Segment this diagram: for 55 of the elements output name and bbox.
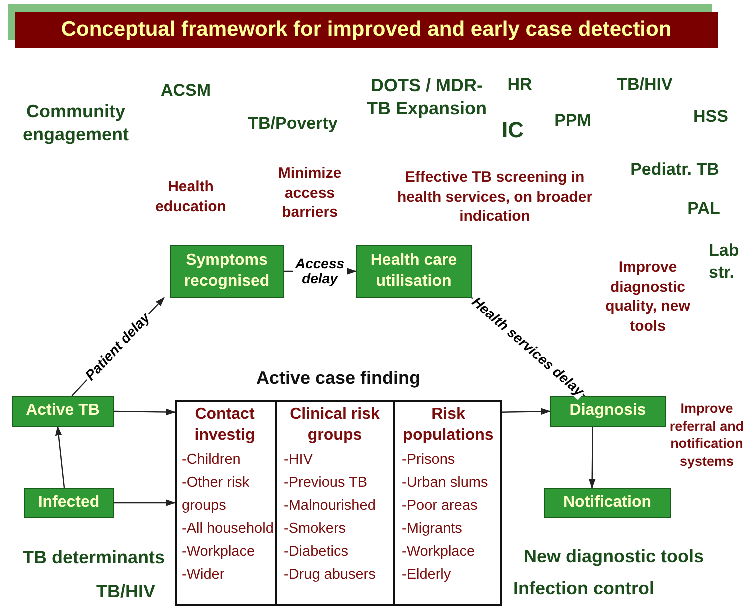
note-text: Improve diagnostic quality, new tools xyxy=(604,258,692,336)
list-item: -Malnourished xyxy=(284,497,377,516)
note-text: Infection control xyxy=(512,577,656,600)
note-text: TB determinants xyxy=(22,546,166,570)
note-text: DOTS / MDR-TB Expansion xyxy=(366,74,488,121)
note-text: Minimize access barriers xyxy=(277,164,343,222)
column-heading: Contact investig xyxy=(194,405,256,446)
note-text: TB/Poverty xyxy=(247,112,339,135)
note-text: TB/HIV xyxy=(616,74,674,96)
process-box: Infected xyxy=(24,488,114,518)
process-box: Active TB xyxy=(12,396,114,427)
note-text: Improve referral and notification systems xyxy=(668,400,746,470)
note-text: Lab str. xyxy=(709,240,740,284)
edge-label: Access delay xyxy=(293,256,347,287)
note-text: HR xyxy=(506,74,534,96)
list-item: -Poor areas xyxy=(402,497,479,516)
list-item: -All household xyxy=(182,520,275,539)
arrow xyxy=(56,426,66,488)
note-text: HSS xyxy=(692,106,730,128)
arrow xyxy=(114,500,176,506)
note-text: Pediatr. TB xyxy=(630,158,720,181)
column-heading: Clinical risk groups xyxy=(289,405,381,446)
list-item: -Other risk groups xyxy=(182,474,251,516)
list-item: -Elderly xyxy=(402,566,452,585)
panel-heading: Active case finding xyxy=(255,368,422,389)
note-text: ACSM xyxy=(160,80,212,102)
process-box: Symptoms recognised xyxy=(170,245,284,298)
note-text: PAL xyxy=(686,198,722,220)
note-text: PPM xyxy=(554,110,592,132)
list-item: -Diabetics xyxy=(284,543,350,562)
process-box: Notification xyxy=(544,488,671,518)
list-item: -Urban slums xyxy=(402,474,490,493)
list-item: -Migrants xyxy=(402,520,464,539)
list-item: -HIV xyxy=(284,451,314,470)
list-item: -Smokers xyxy=(284,520,348,539)
note-text: Health education xyxy=(154,178,228,216)
list-item: -Wider xyxy=(182,566,226,585)
title-banner: Conceptual framework for improved and early case detection xyxy=(15,12,718,48)
note-text: IC xyxy=(501,116,525,145)
arrow xyxy=(502,408,551,416)
note-text: New diagnostic tools xyxy=(522,545,706,568)
list-item: -Prisons xyxy=(402,451,456,470)
arrow xyxy=(589,427,596,489)
list-item: -Previous TB xyxy=(284,474,369,493)
list-item: -Children xyxy=(182,451,242,470)
list-item: -Workplace xyxy=(182,543,256,562)
note-text: TB/HIV xyxy=(95,580,156,604)
process-box: Health care utilisation xyxy=(356,245,472,298)
note-text: Community engagement xyxy=(22,100,130,147)
process-box: Diagnosis xyxy=(550,396,666,427)
column-heading: Risk populations xyxy=(402,405,495,446)
note-text: Effective TB screening in health services, on broader indication xyxy=(396,168,594,226)
list-item: -Drug abusers xyxy=(284,566,377,585)
arrow xyxy=(114,408,176,416)
list-item: -Workplace xyxy=(402,543,476,562)
